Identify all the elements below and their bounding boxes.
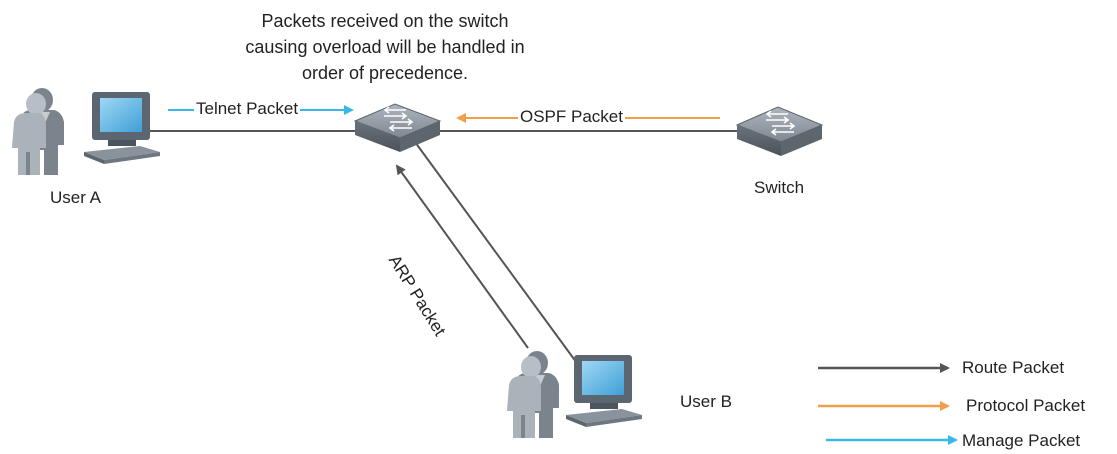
user-b-computer-icon bbox=[566, 355, 642, 427]
ospf-packet-label: OSPF Packet bbox=[518, 107, 625, 127]
note-line-1: Packets received on the switch bbox=[261, 11, 509, 31]
link-user-b-to-switch bbox=[414, 141, 583, 371]
legend-manage-label: Manage Packet bbox=[962, 431, 1081, 450]
central-switch-icon bbox=[353, 103, 442, 152]
user-a-computer-icon bbox=[84, 92, 160, 164]
note-line-2: causing overload will be handled in bbox=[245, 37, 525, 57]
user-a-label: User A bbox=[50, 188, 102, 207]
user-b-person-icon bbox=[507, 351, 559, 438]
user-b-label: User B bbox=[680, 392, 732, 411]
legend-route-label: Route Packet bbox=[962, 358, 1065, 377]
telnet-packet-label: Telnet Packet bbox=[194, 99, 301, 119]
user-a-person-icon bbox=[12, 88, 64, 175]
arp-packet-arrow bbox=[395, 164, 529, 349]
switch-label: Switch bbox=[754, 178, 805, 197]
legend-protocol-label: Protocol Packet bbox=[966, 396, 1086, 415]
overload-note: Packets received on the switch causing o… bbox=[190, 8, 580, 86]
note-line-3: order of precedence. bbox=[301, 63, 469, 83]
remote-switch-icon bbox=[735, 106, 824, 156]
